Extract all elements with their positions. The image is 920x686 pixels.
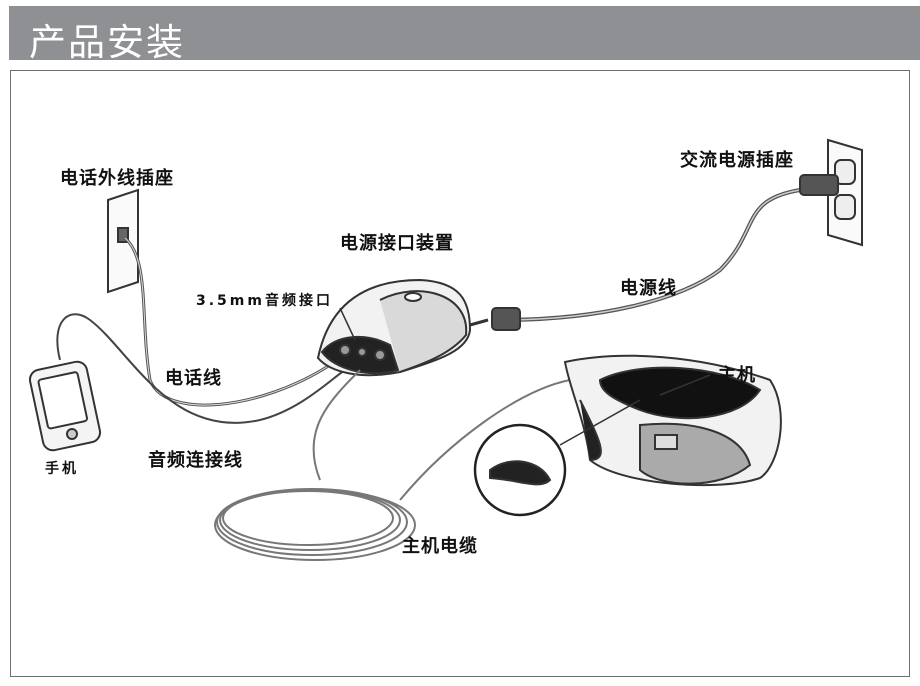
section-title: 产品安装 [29, 21, 185, 64]
conference-phone-main-unit [563, 354, 782, 487]
label-power-cord: 电源线 [620, 278, 677, 299]
label-phone-wall-jack: 电话外线插座 [60, 168, 174, 189]
label-main-cable: 主机电缆 [402, 536, 478, 557]
installation-diagram-frame [10, 70, 910, 677]
mobile-phone-icon [28, 360, 102, 452]
phone-wall-jack [107, 188, 139, 294]
phone-line [123, 236, 331, 407]
label-phone-line: 电话线 [165, 368, 222, 389]
power-plug [491, 307, 521, 331]
label-main-unit: 主机 [718, 365, 756, 386]
label-power-interface: 电源接口装置 [340, 233, 454, 254]
audio-cable [56, 313, 346, 424]
label-audio-jack: 3.5mm音频接口 [196, 293, 333, 309]
inset-detail-circle [473, 399, 641, 517]
section-header: 产品安装 [9, 6, 920, 64]
power-cord [499, 188, 801, 322]
label-mobile-phone: 手机 [45, 461, 79, 477]
main-cable-coil [214, 369, 571, 561]
label-ac-outlet: 交流电源插座 [680, 150, 794, 171]
ac-outlet [799, 138, 863, 247]
label-audio-cable: 音频连接线 [148, 450, 243, 471]
power-interface-device [316, 278, 472, 377]
